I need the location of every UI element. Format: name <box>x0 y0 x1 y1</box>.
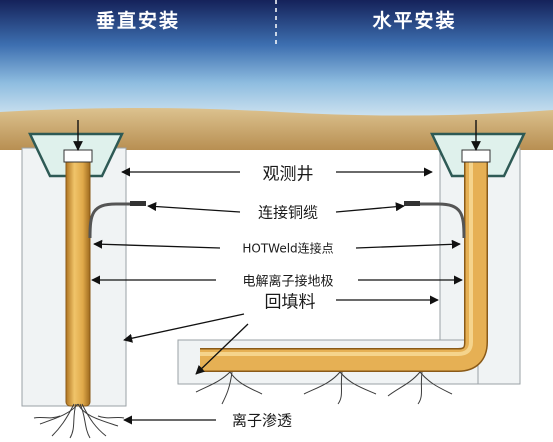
header-horizontal-installation: 水平安装 <box>372 10 457 32</box>
leaching-roots-vertical <box>33 403 125 439</box>
label-ion-leaching: 离子渗透 <box>225 409 299 431</box>
leaching-roots-horizontal <box>195 371 453 405</box>
copper-cable-vertical <box>88 202 130 239</box>
label-inspection-well: 观测井 <box>256 159 320 185</box>
weld-arrow-right <box>355 239 461 249</box>
label-electrolytic-electrode: 电解离子接地极 <box>236 270 340 290</box>
weld-arrow-left <box>93 239 221 249</box>
horizontal-electrode-highlight <box>200 150 473 356</box>
header-vertical-installation: 垂直安装 <box>95 10 180 32</box>
vertical-electrode-cap <box>63 149 93 163</box>
vertical-electrode <box>65 149 91 407</box>
horizontal-electrode-cap <box>461 149 491 163</box>
copper-cable-horizontal <box>420 202 466 239</box>
cable-end-vertical <box>130 201 146 206</box>
soil-layer <box>0 108 553 150</box>
cable-arrow-left <box>147 201 241 213</box>
horizontal-electrode <box>200 150 487 371</box>
label-copper-cable: 连接铜缆 <box>251 201 325 223</box>
cable-end-horizontal <box>404 201 420 206</box>
backfill-arrow-down <box>195 323 249 375</box>
backfill-arrow-left <box>123 313 245 343</box>
label-backfill: 回填料 <box>258 287 322 313</box>
label-hotweld-point: HOTWeld连接点 <box>236 239 340 257</box>
cable-arrow-right <box>335 202 405 213</box>
sky-background <box>0 0 553 128</box>
